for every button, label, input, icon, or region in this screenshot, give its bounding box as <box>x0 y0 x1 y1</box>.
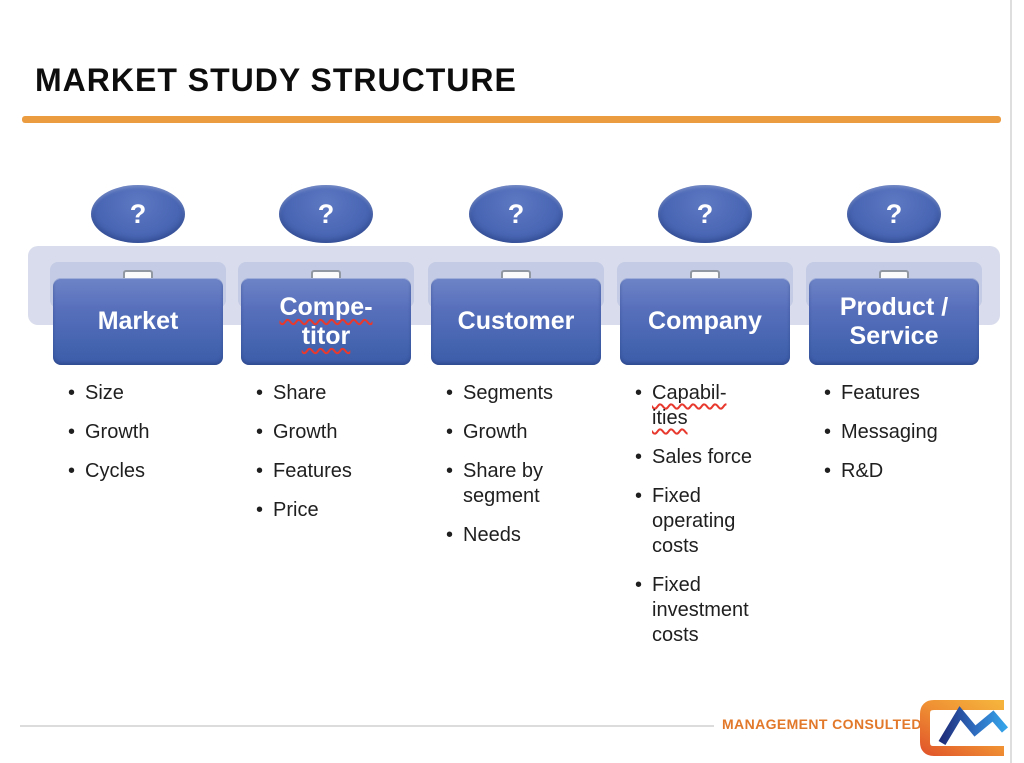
column-header-box: Company <box>620 278 790 365</box>
bullet-item: Share <box>241 381 409 406</box>
column-header-label: Customer <box>457 307 575 335</box>
title-underline <box>22 116 1001 123</box>
bullet-item: Growth <box>241 420 409 445</box>
question-oval: ? <box>91 185 185 243</box>
bullet-text: Fixed investment costs <box>652 574 749 646</box>
column-market: ? Market SizeGrowthCycles <box>50 185 226 705</box>
bullet-item: Fixed investment costs <box>620 573 788 648</box>
bullet-item: Segments <box>431 381 599 406</box>
bullet-item: Capabil- ities <box>620 381 788 431</box>
question-mark: ? <box>317 198 335 229</box>
question-mark: ? <box>507 198 525 229</box>
bullet-text: Share <box>273 382 327 404</box>
bullet-item: Sales force <box>620 445 788 470</box>
bullet-text: Messaging <box>841 421 938 443</box>
column-product-service: ? Product / Service FeaturesMessagingR&D <box>806 185 982 705</box>
bullet-text: Growth <box>85 421 150 443</box>
bullet-item: Needs <box>431 523 599 548</box>
column-header-label: Product / Service <box>839 292 949 350</box>
column-customer: ? Customer SegmentsGrowthShare by segmen… <box>428 185 604 705</box>
bullet-item: Features <box>241 459 409 484</box>
bullet-text: Segments <box>463 382 554 404</box>
bullet-list: SegmentsGrowthShare by segmentNeeds <box>431 381 599 562</box>
bullet-item: R&D <box>809 459 977 484</box>
footer-divider <box>20 725 714 727</box>
bullet-text: Needs <box>463 524 521 546</box>
bullet-list: Capabil- itiesSales forceFixed operating… <box>620 381 788 662</box>
question-oval: ? <box>469 185 563 243</box>
bullet-text: Price <box>273 499 319 521</box>
bullet-text: Size <box>85 382 124 404</box>
column-company: ? Company Capabil- itiesSales forceFixed… <box>617 185 793 705</box>
bullet-item: Growth <box>53 420 221 445</box>
bullet-item: Messaging <box>809 420 977 445</box>
column-header-box: Product / Service <box>809 278 979 365</box>
question-oval: ? <box>658 185 752 243</box>
management-consulted-logo-icon <box>920 700 1008 756</box>
bullet-item: Size <box>53 381 221 406</box>
question-mark: ? <box>885 198 903 229</box>
column-header-label: Market <box>97 307 179 335</box>
bullet-text: Cycles <box>85 460 146 482</box>
bullet-text: Features <box>273 460 352 482</box>
question-oval: ? <box>847 185 941 243</box>
question-oval: ? <box>279 185 373 243</box>
bullet-list: ShareGrowthFeaturesPrice <box>241 381 409 537</box>
bullet-text: Features <box>841 382 920 404</box>
bullet-item: Price <box>241 498 409 523</box>
column-header-box: Compe- titor <box>241 278 411 365</box>
column-header-box: Market <box>53 278 223 365</box>
question-mark: ? <box>129 198 147 229</box>
bullet-item: Cycles <box>53 459 221 484</box>
column-header-label: Company <box>648 307 762 335</box>
bullet-text: Fixed operating costs <box>652 485 736 557</box>
slide-edge-line <box>1010 0 1012 763</box>
bullet-text: Growth <box>463 421 528 443</box>
bullet-list: SizeGrowthCycles <box>53 381 221 498</box>
bullet-item: Growth <box>431 420 599 445</box>
column-competitor: ? Compe- titor ShareGrowthFeaturesPrice <box>238 185 414 705</box>
bullet-text: R&D <box>841 460 884 482</box>
brand-name: MANAGEMENT CONSULTED <box>722 716 922 732</box>
column-header-label: Compe- titor <box>279 292 373 350</box>
bullet-text: Share by segment <box>463 460 544 507</box>
column-header-box: Customer <box>431 278 601 365</box>
bullet-list: FeaturesMessagingR&D <box>809 381 977 498</box>
question-mark: ? <box>696 198 714 229</box>
page-title: MARKET STUDY STRUCTURE <box>35 62 517 98</box>
bullet-item: Share by segment <box>431 459 599 509</box>
bullet-item: Features <box>809 381 977 406</box>
bullet-item: Fixed operating costs <box>620 484 788 559</box>
bullet-text: Sales force <box>652 446 753 468</box>
bullet-text: Capabil- ities <box>652 382 727 429</box>
bullet-text: Growth <box>273 421 338 443</box>
